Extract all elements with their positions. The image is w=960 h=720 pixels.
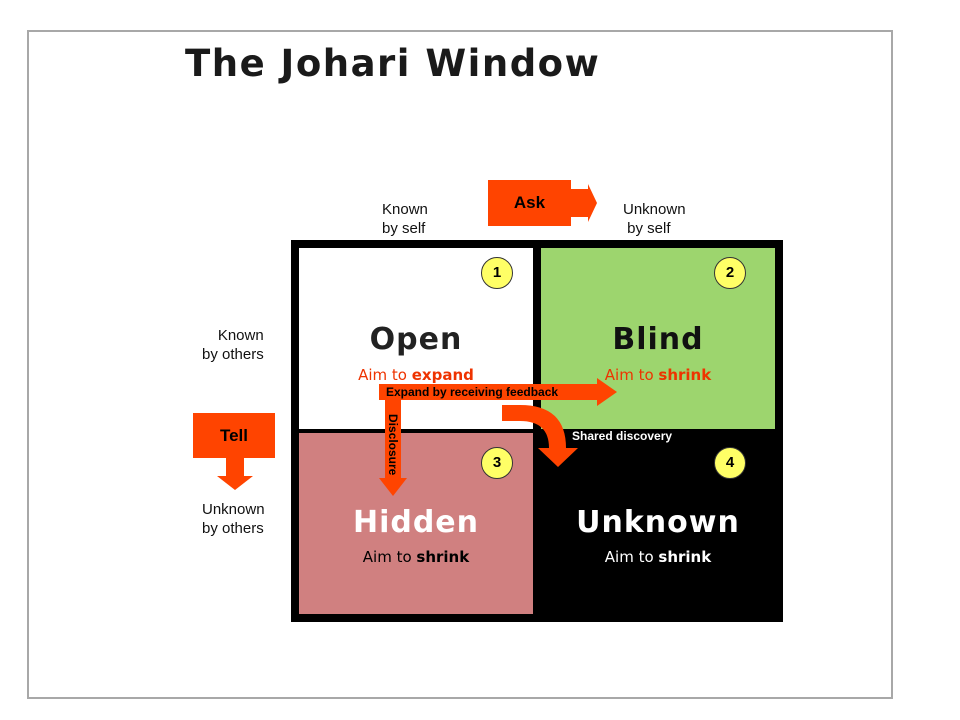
label-unknown-by-self: Unknown by self (623, 201, 686, 237)
feedback-label: Expand by receiving feedback (386, 385, 559, 399)
shared-discovery-arrow-icon (502, 405, 578, 467)
quadrant-hidden-name: Hidden (352, 505, 480, 540)
tell-arrow-icon (217, 458, 253, 490)
badge-1: 1 (481, 257, 513, 289)
quadrant-unknown-aim: Aim to shrink (604, 548, 712, 566)
quadrant-blind-name: Blind (612, 322, 704, 357)
badge-4: 4 (714, 447, 746, 479)
shared-discovery-label: Shared discovery (572, 429, 673, 443)
disclosure-arrow-icon (379, 400, 407, 496)
quadrant-blind-aim: Aim to shrink (604, 366, 712, 384)
quadrant-open-aim: Aim to expand (358, 366, 474, 384)
badge-2: 2 (714, 257, 746, 289)
quadrant-open-name: Open (369, 322, 463, 357)
label-known-by-others: Known by others (202, 327, 264, 363)
label-unknown-by-others: Unknown by others (202, 501, 265, 537)
quadrant-unknown-name: Unknown (576, 505, 740, 540)
disclosure-label: Disclosure (386, 414, 400, 476)
ask-box: Ask (488, 180, 571, 226)
diagram-title: The Johari Window (185, 42, 601, 85)
quadrant-hidden-aim: Aim to shrink (362, 548, 470, 566)
ask-arrow-icon (571, 184, 597, 222)
tell-box: Tell (193, 413, 275, 458)
feedback-arrow-icon (379, 378, 617, 406)
johari-grid: Open Aim to expand Blind Aim to shrink H… (291, 240, 783, 622)
label-known-by-self: Known by self (382, 201, 428, 237)
badge-3: 3 (481, 447, 513, 479)
